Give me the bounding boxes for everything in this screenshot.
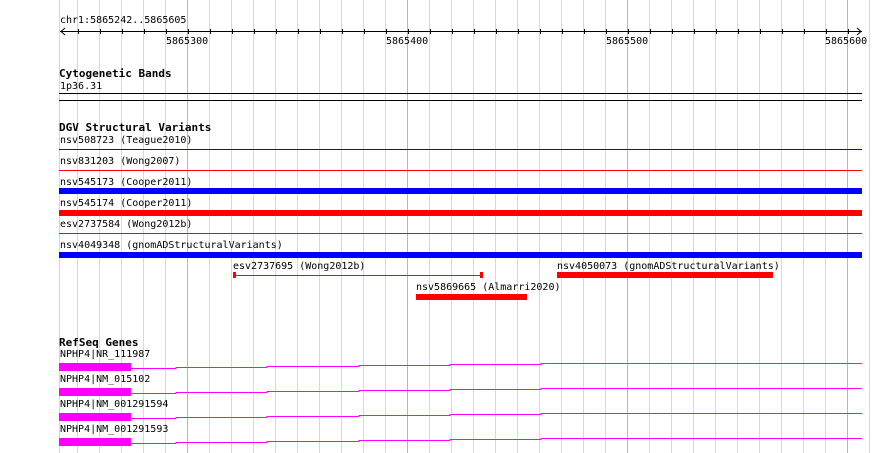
variant-bar <box>59 210 862 216</box>
gene-label[interactable]: NPHP4|NM_001291593 <box>60 424 169 435</box>
variant-label[interactable]: esv2737695 (Wong2012b) <box>233 261 366 272</box>
gene-label[interactable]: NPHP4|NM_001291594 <box>60 399 169 410</box>
ruler-tick-label: 5865400 <box>386 36 429 47</box>
gene-intron-line <box>131 413 862 419</box>
ruler-tick-label: 5865500 <box>606 36 649 47</box>
refseq-track-title[interactable]: RefSeq Genes <box>59 336 139 349</box>
variant-label[interactable]: nsv545173 (Cooper2011) <box>60 177 193 188</box>
variant-bar <box>557 272 773 278</box>
variant-bar-cap <box>480 272 483 278</box>
variant-bar <box>416 294 527 300</box>
variant-label[interactable]: nsv545174 (Cooper2011) <box>60 198 193 209</box>
gene-label[interactable]: NPHP4|NR_111987 <box>60 349 151 360</box>
dgv-track-title[interactable]: DGV Structural Variants <box>59 121 212 134</box>
ruler-tick-label: 5865600 <box>825 36 868 47</box>
variant-bar <box>59 188 862 194</box>
ruler-tick-label: 5865300 <box>166 36 209 47</box>
gene-exon <box>59 388 131 396</box>
gene-intron-line <box>131 438 862 444</box>
left-arrow-icon <box>60 27 66 36</box>
gene-intron-line <box>131 388 862 394</box>
cytoband-label[interactable]: 1p36.31 <box>60 81 103 92</box>
variant-label[interactable]: nsv5869665 (Almarri2020) <box>416 282 561 293</box>
variant-bar-cap <box>233 272 236 278</box>
gene-exon <box>59 438 131 446</box>
variant-label[interactable]: nsv4050073 (gnomADStructuralVariants) <box>557 261 780 272</box>
variant-label[interactable]: nsv4049348 (gnomADStructuralVariants) <box>60 240 283 251</box>
variant-label[interactable]: nsv508723 (Teague2010) <box>60 135 193 146</box>
gene-exon <box>59 363 131 371</box>
gene-label[interactable]: NPHP4|NM_015102 <box>60 374 151 385</box>
right-arrow-icon <box>856 27 862 36</box>
variant-label[interactable]: nsv831203 (Wong2007) <box>60 156 181 167</box>
variant-bar <box>59 252 862 258</box>
ruler-position: chr1:5865242..5865605 <box>60 15 187 26</box>
cytoband-track-title[interactable]: Cytogenetic Bands <box>59 67 172 80</box>
gene-intron-line <box>131 363 862 369</box>
variant-label[interactable]: esv2737584 (Wong2012b) <box>60 219 193 230</box>
gene-exon <box>59 413 131 421</box>
